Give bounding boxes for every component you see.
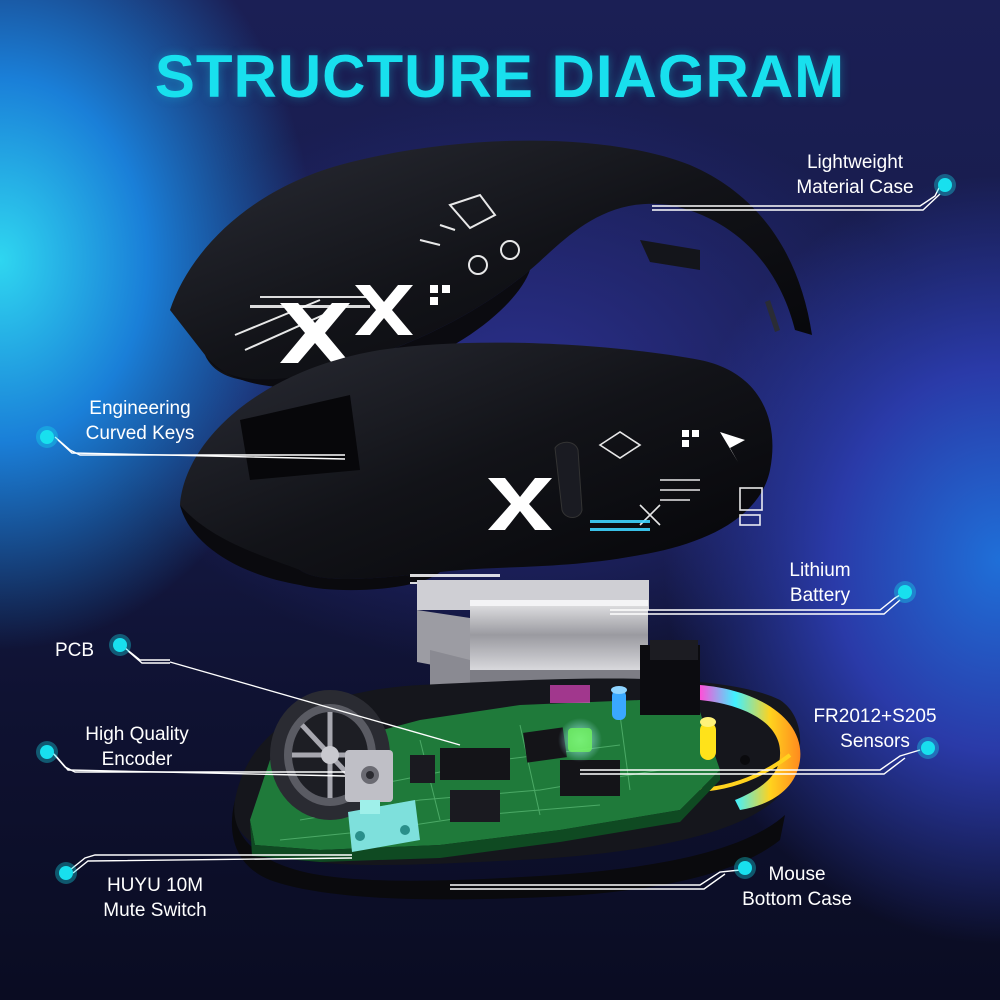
label-line: Lightweight (806, 152, 904, 173)
label-sensors: FR2012+S205 Sensors (790, 704, 960, 754)
dot-switch (55, 862, 77, 884)
encoder (270, 690, 393, 820)
label-mute-switch: HUYU 10M Mute Switch (80, 873, 230, 923)
label-bottom-case: Mouse Bottom Case (722, 862, 872, 912)
label-line: Encoder (101, 749, 173, 770)
label-curved-keys: Engineering Curved Keys (65, 396, 215, 446)
label-line: Engineering (89, 398, 191, 419)
label-lithium-battery: Lithium Battery (745, 558, 895, 608)
label-line: HUYU 10M (106, 875, 204, 896)
page-title: STRUCTURE DIAGRAM (154, 43, 846, 110)
label-line: Battery (789, 585, 851, 606)
middle-shell (180, 342, 773, 591)
label-lightweight-case: Lightweight Material Case (780, 150, 930, 200)
label-line: FR2012+S205 (813, 706, 937, 727)
label-line: Mute Switch (103, 900, 207, 921)
label-line: Mouse (768, 864, 826, 885)
dot-keys (36, 426, 58, 448)
dot-battery (894, 581, 916, 603)
label-encoder: High Quality Encoder (62, 722, 212, 772)
dot-pcb (109, 634, 131, 656)
dot-sensors (917, 737, 939, 759)
dot-encoder (36, 741, 58, 763)
label-line: PCB (55, 640, 95, 661)
callout-dots (36, 174, 956, 884)
label-line: Bottom Case (742, 889, 852, 910)
label-line: Lithium (789, 560, 851, 581)
callout-lines (51, 185, 941, 890)
dot-case (934, 174, 956, 196)
label-line: High Quality (85, 724, 189, 745)
label-pcb: PCB (55, 638, 115, 663)
label-line: Material Case (796, 177, 914, 198)
label-line: Curved Keys (85, 423, 195, 444)
label-line: Sensors (840, 731, 910, 752)
dot-bottom (734, 857, 756, 879)
mute-switch (348, 800, 420, 852)
